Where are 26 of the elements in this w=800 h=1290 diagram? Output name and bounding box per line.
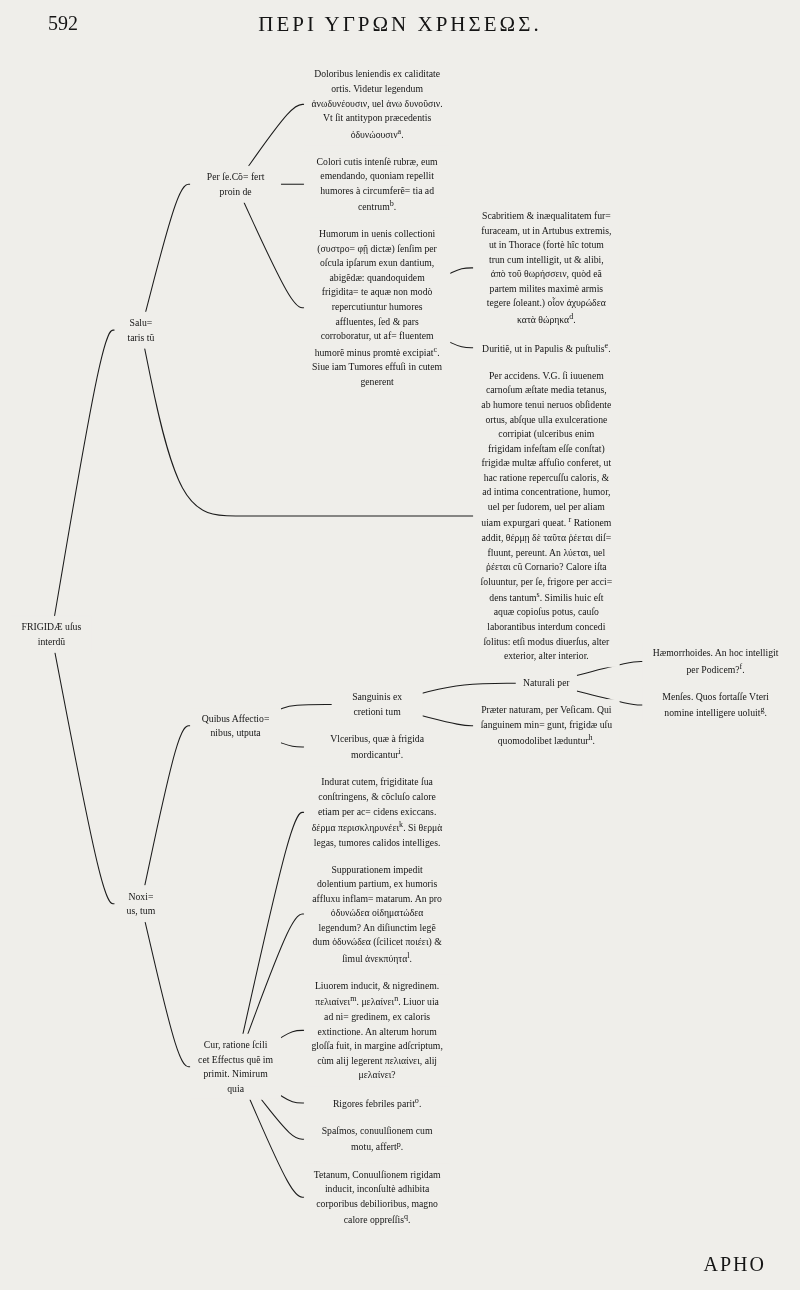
connector-line [249,1098,305,1198]
connector-line [247,103,305,167]
connector-line [280,1094,305,1104]
connector-line [54,329,116,617]
connector-line [280,742,305,748]
connector-line [280,703,333,710]
connector-line [144,725,192,887]
connector-line [144,921,192,1068]
connector-line [449,341,475,349]
connector-line [449,267,475,274]
catchword: APHO [703,1253,766,1276]
connector-line [421,715,475,727]
node-text: Hæmorrhoides. An hoc intelligit per Podicem?$^{f}$. [652,647,779,675]
connector-line [280,183,305,185]
connector-line [144,347,475,517]
connector-line [242,811,305,1035]
connector-line [54,651,116,905]
connector-line [260,1098,305,1140]
connector-line [421,682,517,694]
page-number: 592 [48,12,78,35]
running-head: ΠΕΡΙ ΥΓΡΩΝ ΧΡΗΣΕΩΣ. [258,12,542,36]
connector-line [145,183,192,313]
connector-line [280,1029,305,1039]
connector-line [243,201,305,309]
connector-line [247,913,305,1035]
connector-line [576,690,644,706]
